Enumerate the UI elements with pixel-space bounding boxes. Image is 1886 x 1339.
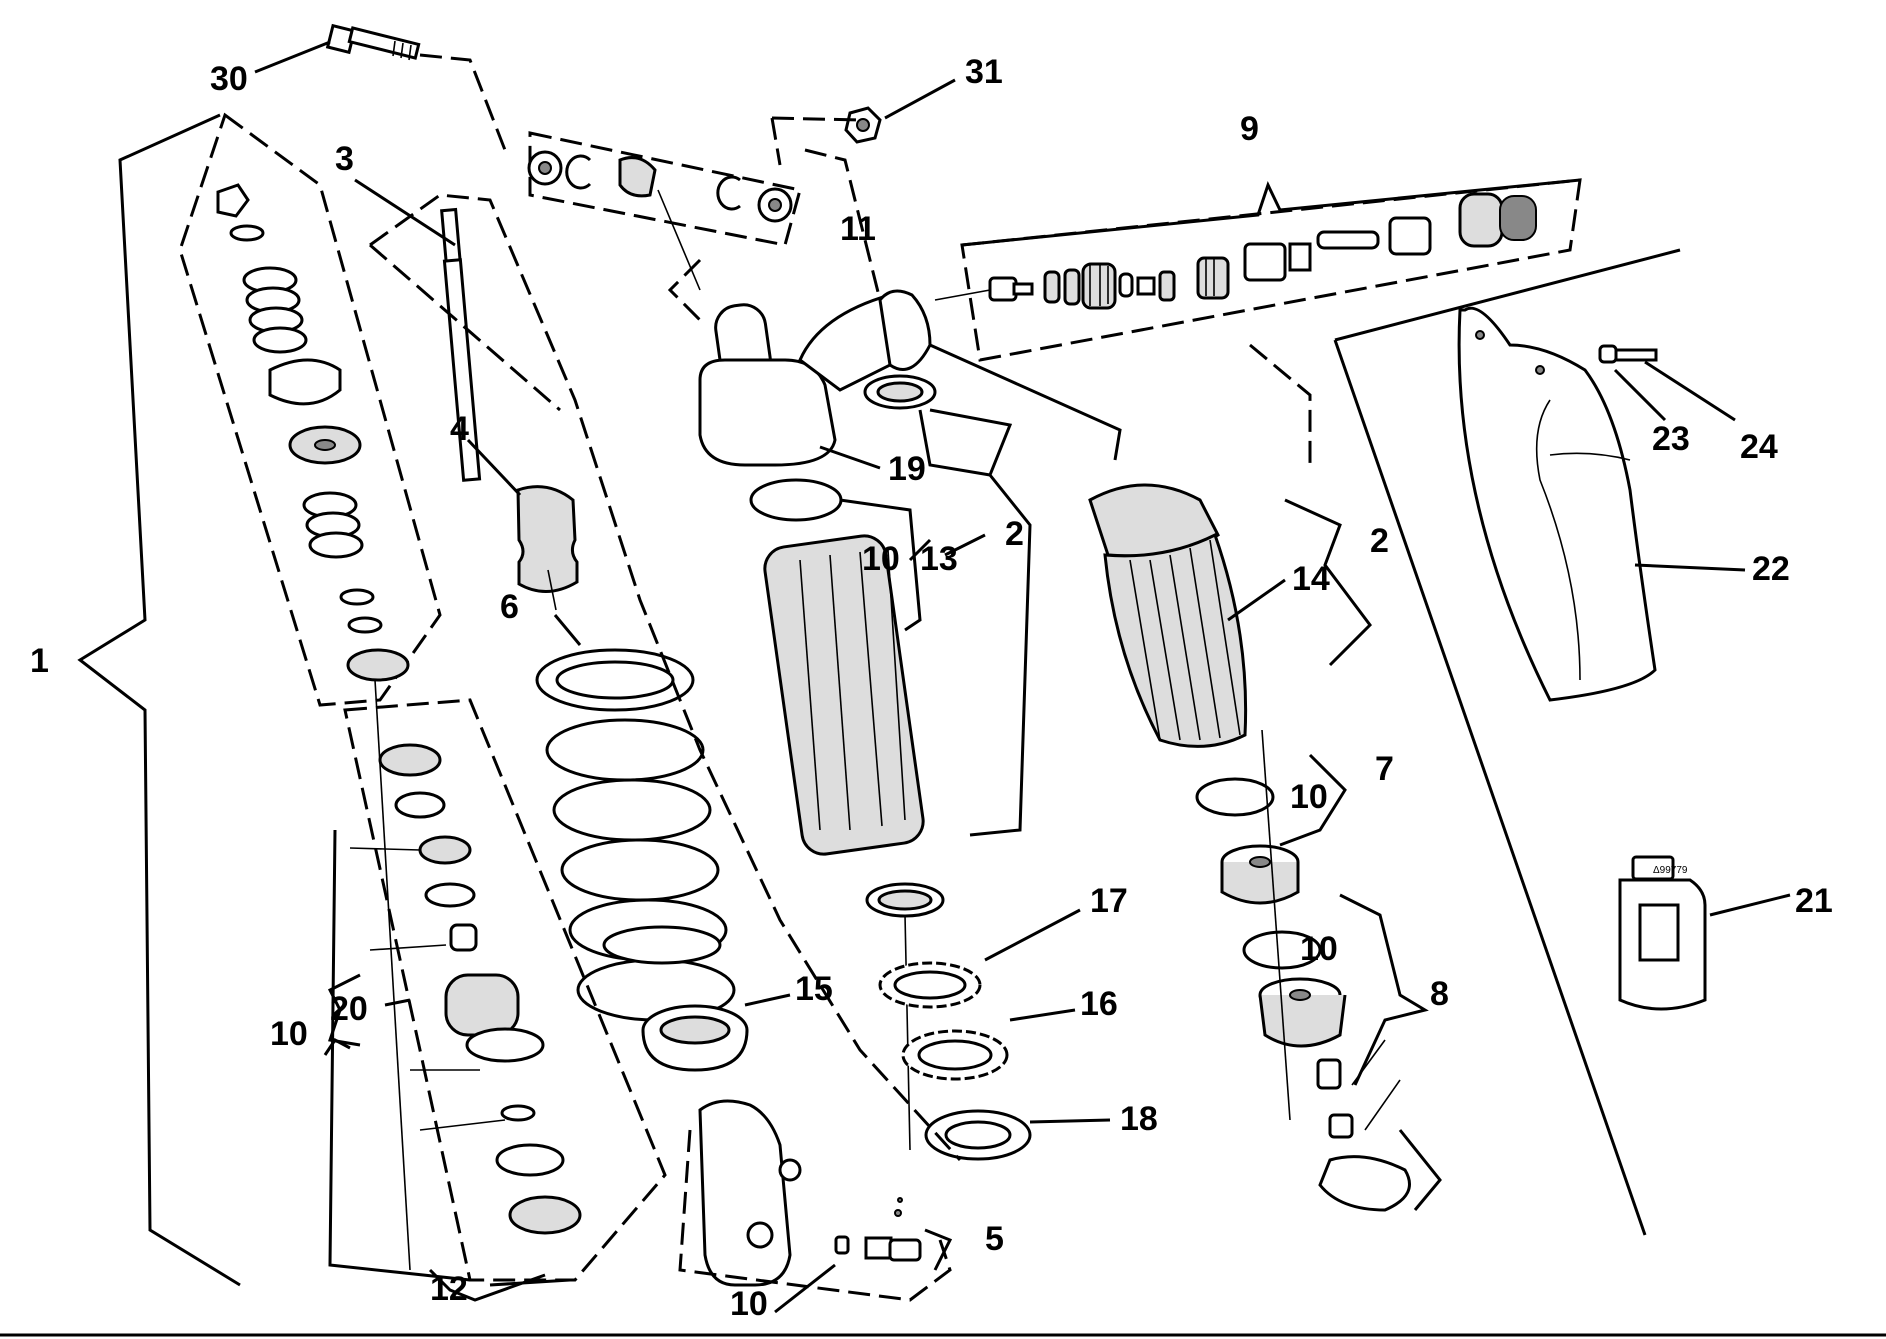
bracket-11 <box>804 148 882 301</box>
mud-guard-22 <box>1457 306 1657 702</box>
oil-bottle-21: Δ99779 <box>1618 855 1707 1011</box>
bracket-13 <box>839 498 922 632</box>
callout-5: 5 <box>985 1220 1004 1258</box>
callout-10-b: 10 <box>1290 778 1328 816</box>
bump-stop-4 <box>516 485 579 611</box>
callout-10-c: 10 <box>1300 930 1338 968</box>
o-ring-bottom <box>1318 1155 1411 1212</box>
bracket-5 <box>678 1129 952 1302</box>
lower-valve-parts <box>378 743 582 1235</box>
callout-17: 17 <box>1090 882 1128 920</box>
screw-23-24 <box>1598 344 1658 364</box>
o-ring-10-right <box>1195 777 1275 817</box>
lower-valve-box <box>343 698 667 1282</box>
callout-7: 7 <box>1375 750 1394 788</box>
bottle-label: Δ99779 <box>1653 865 1688 876</box>
lower-eye-5 <box>698 1099 802 1287</box>
bracket-12 <box>428 1268 546 1302</box>
callout-4: 4 <box>450 410 469 448</box>
divider-1 <box>1334 248 1681 342</box>
divider-2 <box>1333 339 1647 1236</box>
piston-7 <box>1220 844 1300 905</box>
damper-rod-3 <box>440 207 482 482</box>
reservoir-cover-14 <box>1088 483 1248 748</box>
upper-mount-box <box>528 131 802 247</box>
callout-9: 9 <box>1240 110 1259 148</box>
callout-13: 13 <box>920 540 958 578</box>
callout-22: 22 <box>1752 550 1790 588</box>
callout-12: 12 <box>430 1270 468 1308</box>
adjuster-assembly-9 <box>934 192 1537 310</box>
callout-18: 18 <box>1120 1100 1158 1138</box>
lock-nut-17 <box>878 961 982 1009</box>
bracket-1 <box>77 113 241 1287</box>
callout-23: 23 <box>1652 420 1690 458</box>
callout-6: 6 <box>500 588 519 626</box>
callout-16: 16 <box>1080 985 1118 1023</box>
callout-21: 21 <box>1795 882 1833 920</box>
callout-10-d: 10 <box>270 1015 308 1053</box>
bolt-30 <box>325 23 421 61</box>
callout-3: 3 <box>335 140 354 178</box>
spring-6 <box>535 648 736 1022</box>
spring-seat-15 <box>641 1004 749 1072</box>
retaining-ring <box>865 882 945 918</box>
callout-19: 19 <box>888 450 926 488</box>
callout-11: 11 <box>840 210 876 248</box>
callout-8: 8 <box>1430 975 1449 1013</box>
washer-18 <box>924 1109 1032 1161</box>
callout-10-a: 10 <box>862 540 900 578</box>
bleed-screw-5 <box>834 1197 922 1262</box>
adjuster-nut-16 <box>901 1029 1009 1081</box>
callout-2-left: 2 <box>1005 515 1024 553</box>
callout-14: 14 <box>1292 560 1330 598</box>
callout-10-e: 10 <box>730 1285 768 1323</box>
callout-2-right: 2 <box>1370 522 1389 560</box>
upper-bushings <box>527 150 793 223</box>
nut-31 <box>844 106 882 144</box>
bracket-2-left <box>929 408 1032 837</box>
valve-stack-box <box>178 112 442 707</box>
bracket-2-right <box>1284 498 1372 667</box>
callout-31: 31 <box>965 53 1003 91</box>
bracket-8 <box>1339 893 1429 1086</box>
callout-1: 1 <box>30 642 49 680</box>
callout-30: 30 <box>210 60 248 98</box>
shock-body-outline <box>369 193 962 1162</box>
callout-24: 24 <box>1740 428 1778 466</box>
callout-15: 15 <box>795 970 833 1008</box>
reservoir-13 <box>749 478 925 856</box>
reservoir-head-19 <box>698 289 937 467</box>
cap-8 <box>1258 977 1354 1139</box>
bracket-7 <box>1279 753 1347 847</box>
callout-20: 20 <box>330 990 368 1028</box>
valve-stack-parts <box>216 183 410 682</box>
right-group-dash-lines <box>1249 343 1312 470</box>
o-ring-10-lower <box>1242 930 1322 970</box>
